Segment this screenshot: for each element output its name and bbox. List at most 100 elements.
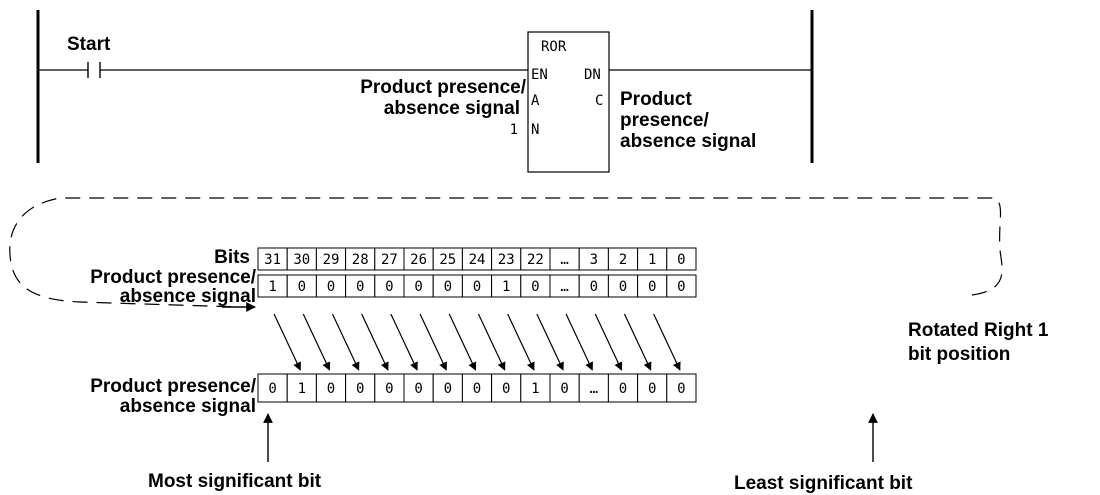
bit-number-cell: 22 [527, 252, 544, 268]
bit-number-cell: 31 [264, 252, 281, 268]
bit-number-cell: 3 [590, 252, 598, 268]
bit-number-cell: 2 [619, 252, 627, 268]
bit-number-cell: 1 [648, 252, 656, 268]
after-value-cell-box [432, 373, 463, 403]
before-value-cell: 0 [648, 279, 656, 295]
after-value-cell-box [549, 373, 580, 403]
before-value-cell: 0 [619, 279, 627, 295]
after-value-cell-box [666, 373, 697, 403]
shift-arrow [594, 313, 623, 371]
before-value-cell: 0 [414, 279, 422, 295]
rotation-diagram: Bits Product presence/ absence signal Pr… [9, 197, 1049, 494]
shift-arrow [536, 313, 564, 371]
input-label-line2: absence signal [384, 98, 520, 119]
pin-dn: DN [584, 67, 601, 83]
shift-arrow [419, 313, 447, 371]
shift-arrow [448, 313, 477, 371]
pin-a: A [531, 93, 540, 109]
after-value-cell: … [590, 381, 598, 397]
after-value-cell: 0 [560, 381, 568, 397]
bit-number-cell: 0 [677, 252, 685, 268]
start-label: Start [67, 34, 111, 55]
msb-label: Most significant bit [148, 471, 322, 492]
signal-label-before-line2: absence signal [120, 286, 256, 307]
after-value-cell: 0 [619, 381, 627, 397]
before-value-cell: 0 [298, 279, 306, 295]
shift-arrows [273, 313, 681, 371]
before-value-cell: 0 [385, 279, 393, 295]
after-value-cell: 0 [268, 381, 276, 397]
after-value-cell: 0 [444, 381, 452, 397]
ror-title: ROR [541, 39, 567, 55]
shift-arrow [653, 313, 681, 371]
rotate-note-line1: Rotated Right 1 [908, 320, 1049, 341]
pin-en: EN [531, 67, 548, 83]
shift-arrow [331, 313, 360, 371]
before-value-cell: 0 [531, 279, 539, 295]
before-value-cell: 0 [473, 279, 481, 295]
bit-number-cell: 28 [352, 252, 369, 268]
output-label-line3: absence signal [620, 131, 756, 152]
before-value-cell: 1 [268, 279, 276, 295]
after-value-cell-box [578, 373, 609, 403]
after-value-cell-box [491, 373, 522, 403]
bits-label: Bits [214, 247, 250, 268]
ladder-rung: Start ROR EN DN A C N 1 Product presence… [36, 10, 814, 173]
bit-number-cell: 23 [498, 252, 515, 268]
rotation-wrap-path [9, 197, 1003, 308]
bit-number-cell: 29 [323, 252, 340, 268]
output-label-line1: Product [620, 89, 692, 110]
before-value-cell: 0 [590, 279, 598, 295]
before-value-cell: 0 [327, 279, 335, 295]
before-value-cell: … [560, 279, 568, 295]
after-value-cell: 1 [531, 381, 539, 397]
bit-number-cell: 24 [469, 252, 486, 268]
bit-number-cell: 25 [439, 252, 456, 268]
before-value-cell: 0 [677, 279, 685, 295]
before-value-cell: 0 [444, 279, 452, 295]
pin-c: C [595, 93, 603, 109]
after-value-cell: 0 [327, 381, 335, 397]
signal-label-after-line1: Product presence/ [90, 376, 256, 397]
shift-arrow [477, 313, 506, 371]
before-value-row: 1 0 0 0 0 0 0 0 1 0 … 0 0 0 0 [257, 274, 697, 298]
after-value-cell-box [520, 373, 551, 403]
after-value-cell: 0 [414, 381, 422, 397]
after-value-cell-box [374, 373, 405, 403]
after-value-cell: 0 [648, 381, 656, 397]
shift-arrow [623, 313, 652, 371]
bit-number-cell: 27 [381, 252, 398, 268]
bit-number-cell: 26 [410, 252, 427, 268]
after-value-cell: 0 [385, 381, 393, 397]
after-value-cell: 0 [473, 381, 481, 397]
before-value-cell: 0 [356, 279, 364, 295]
input-label-line1: Product presence/ [360, 77, 526, 98]
bit-number-row: 31 30 29 28 27 26 25 24 23 22 … 3 2 1 0 [257, 247, 697, 271]
bit-number-cell: … [560, 252, 568, 268]
shift-arrow [390, 313, 418, 371]
after-value-cell-box [257, 373, 288, 403]
after-value-cell-box [315, 373, 347, 403]
signal-label-before-line1: Product presence/ [90, 267, 256, 288]
before-value-cell-box [666, 274, 697, 298]
after-value-cell-box [345, 373, 376, 403]
after-value-cell: 0 [356, 381, 364, 397]
shift-arrow [361, 313, 389, 371]
after-value-cell-box [607, 373, 639, 403]
bit-number-cell: 30 [293, 252, 310, 268]
before-value-cell: 1 [502, 279, 510, 295]
after-value-cell: 0 [677, 381, 685, 397]
shift-arrow [507, 313, 535, 371]
ror-block: ROR EN DN A C N 1 [510, 31, 812, 173]
output-label-line2: presence/ [620, 110, 709, 131]
shift-arrow [565, 313, 593, 371]
shift-arrow [302, 313, 331, 371]
start-contact [38, 62, 528, 78]
after-value-cell: 0 [502, 381, 510, 397]
lsb-label: Least significant bit [734, 473, 913, 494]
n-value: 1 [510, 122, 518, 138]
after-value-cell-box [286, 373, 317, 403]
